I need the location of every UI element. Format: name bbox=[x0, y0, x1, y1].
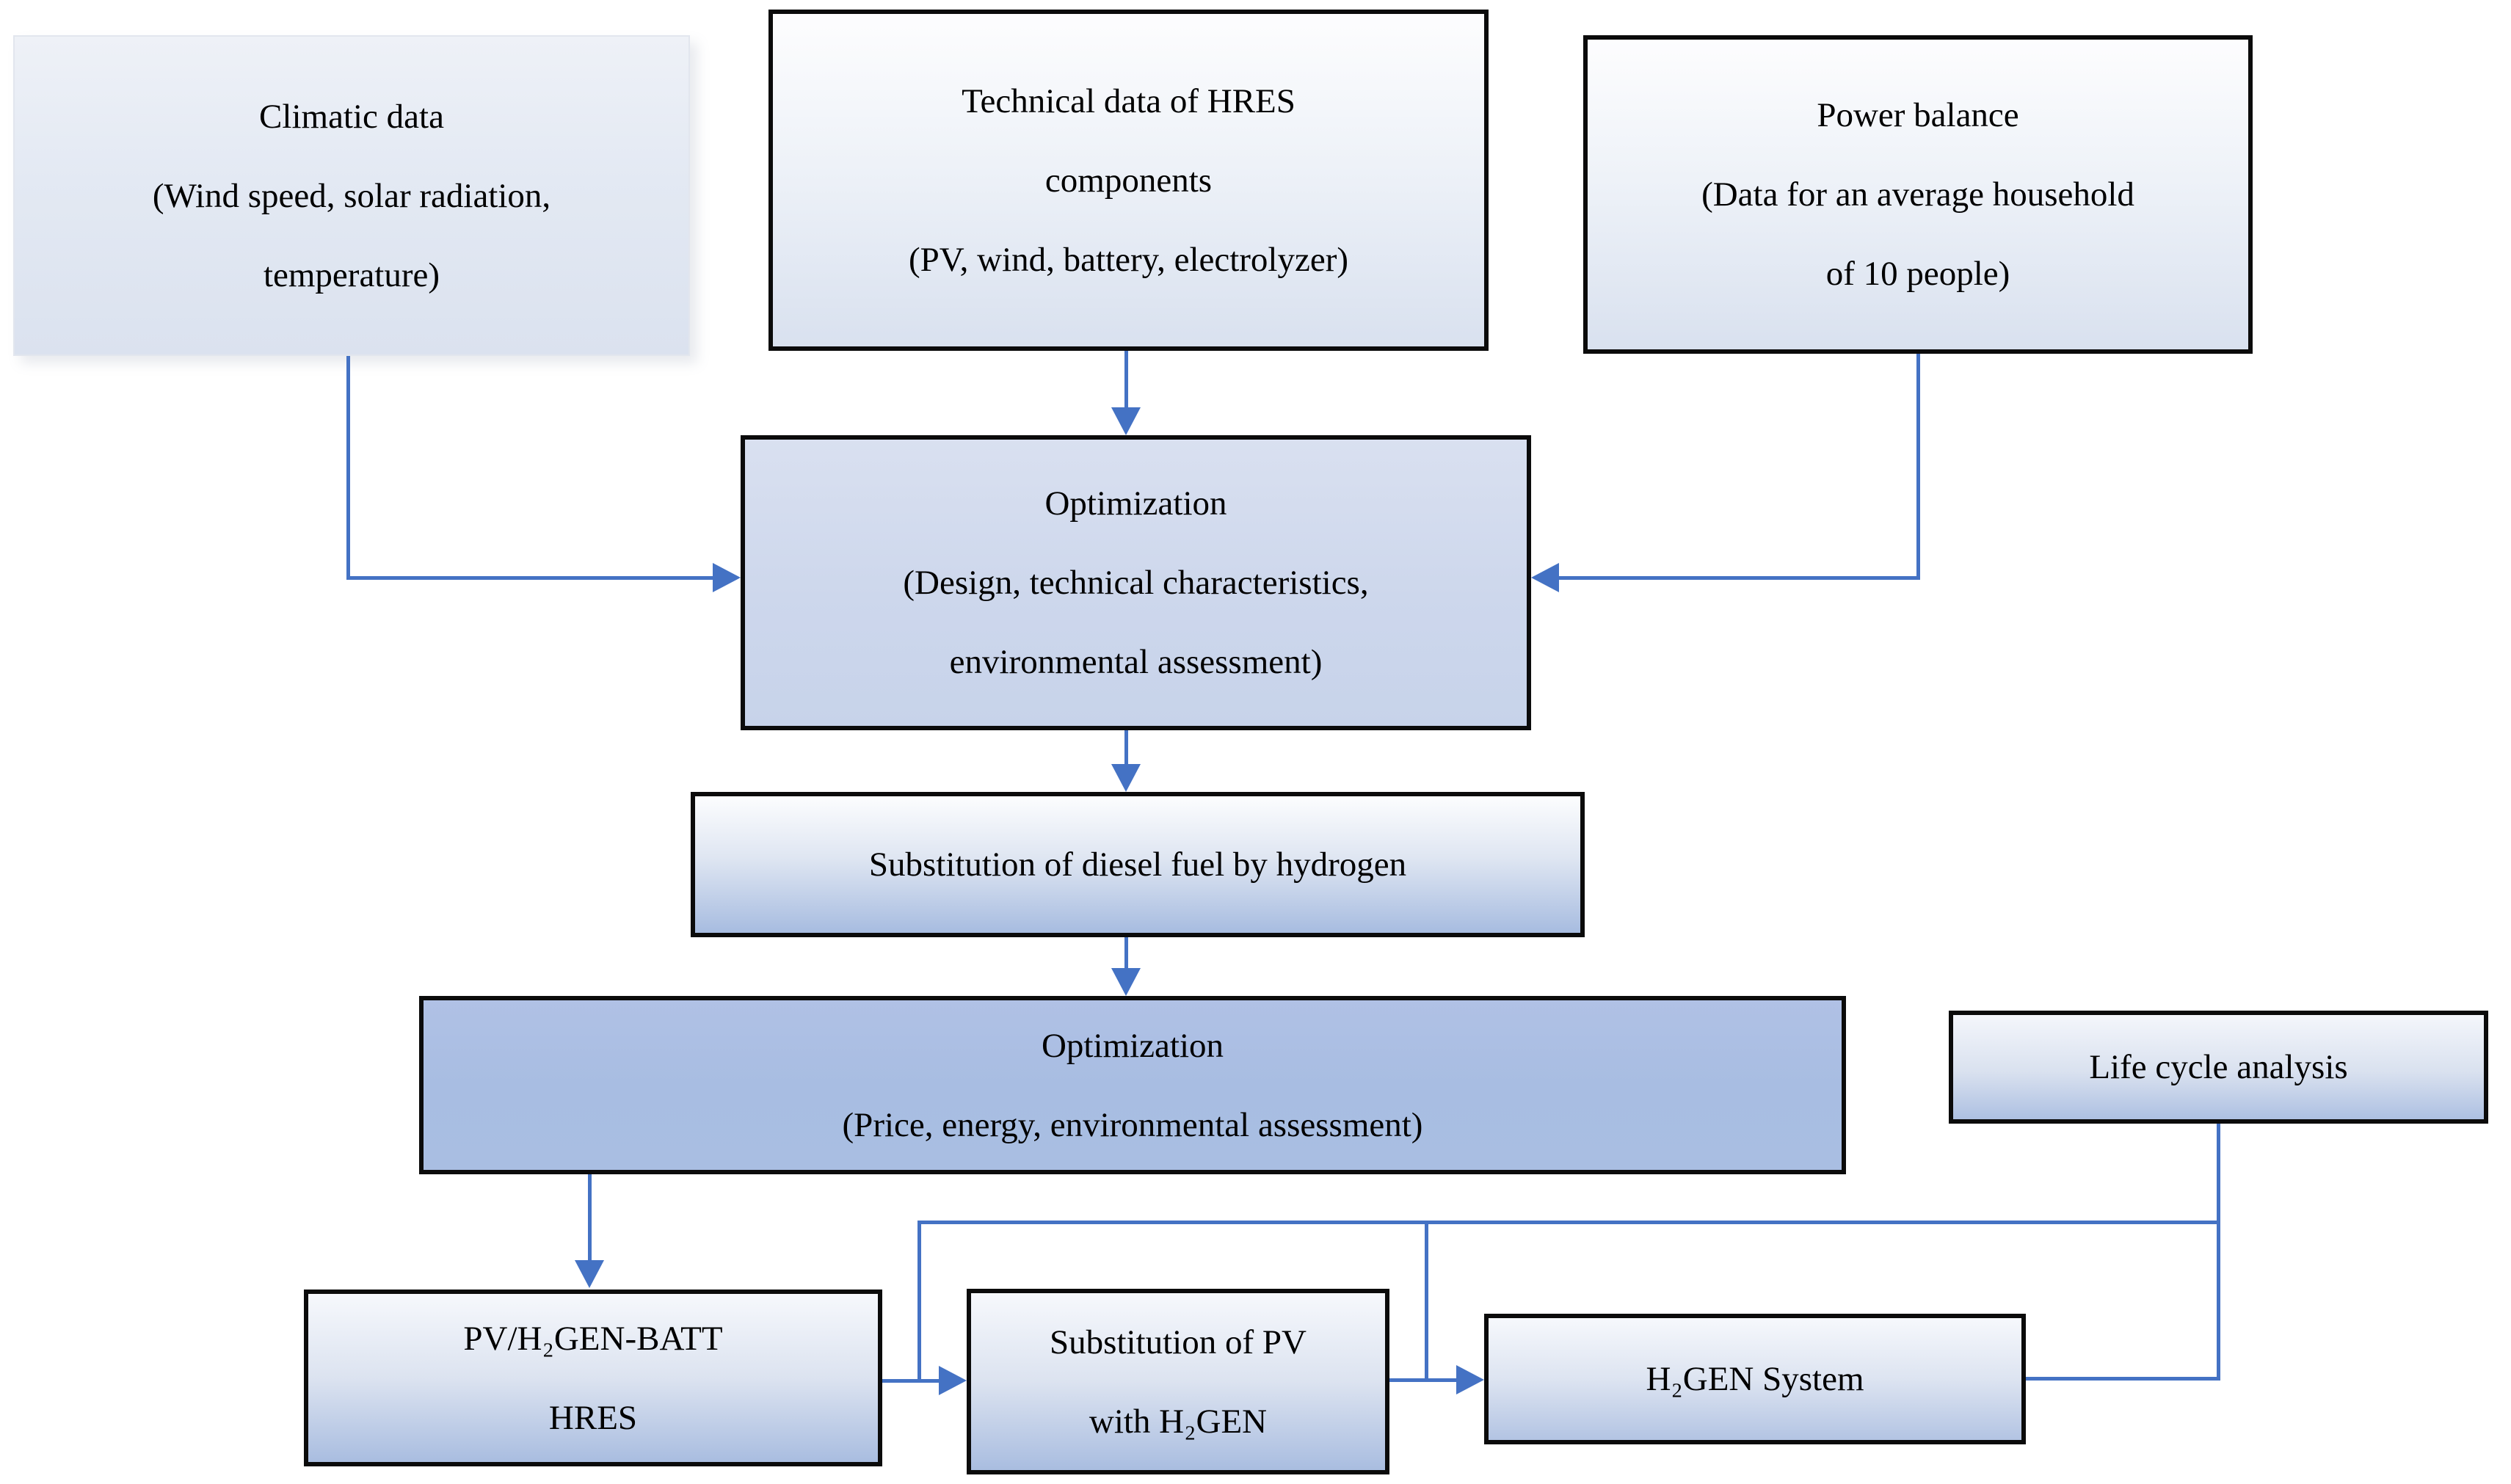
node-climatic-data: Climatic data (Wind speed, solar radiati… bbox=[13, 35, 690, 356]
connector-technical-down bbox=[1124, 351, 1128, 410]
node-text-line: Life cycle analysis bbox=[2089, 1048, 2348, 1086]
arrowhead-into-hres-icon bbox=[575, 1260, 604, 1288]
node-text-line: Technical data of HRES bbox=[962, 81, 1296, 120]
connector-opt2-to-hres bbox=[588, 1174, 592, 1262]
node-h2gen-system: H₂GEN System bbox=[1484, 1314, 2026, 1444]
node-substitution-pv-h2gen: Substitution of PV with H₂GEN bbox=[967, 1289, 1389, 1474]
node-text-line: (Design, technical characteristics, bbox=[903, 564, 1369, 602]
node-optimization-price: Optimization (Price, energy, environment… bbox=[419, 996, 1846, 1174]
node-text-line: Power balance bbox=[1817, 96, 2019, 134]
connector-power-left bbox=[1559, 576, 1920, 580]
connector-diesel-to-opt2 bbox=[1124, 937, 1128, 970]
connector-drop-into-h2gen bbox=[1425, 1221, 1428, 1381]
node-text-line: temperature) bbox=[263, 255, 440, 294]
node-text-line: Substitution of diesel fuel by hydrogen bbox=[868, 845, 1407, 884]
node-life-cycle-analysis: Life cycle analysis bbox=[1949, 1011, 2488, 1124]
node-pv-h2gen-batt-hres: PV/H₂GEN-BATT HRES bbox=[304, 1290, 882, 1466]
connector-climatic-right bbox=[346, 576, 713, 580]
node-text-line: of 10 people) bbox=[1825, 255, 2010, 293]
arrowhead-into-optimization1-right-icon bbox=[1531, 563, 1559, 592]
connector-subst-to-h2gen bbox=[1389, 1378, 1456, 1382]
arrowhead-into-h2gen-icon bbox=[1456, 1365, 1484, 1394]
node-text-line: PV/H₂GEN-BATT bbox=[463, 1319, 723, 1358]
arrowhead-into-optimization1-left-icon bbox=[713, 563, 741, 592]
node-text-line: Optimization bbox=[1041, 1026, 1224, 1065]
node-text-line: with H₂GEN bbox=[1089, 1402, 1268, 1441]
connector-power-down bbox=[1916, 354, 1920, 580]
connector-opt1-to-diesel bbox=[1124, 730, 1128, 766]
node-technical-data: Technical data of HRES components (PV, w… bbox=[768, 10, 1489, 351]
arrowhead-into-optimization2-icon bbox=[1111, 968, 1141, 996]
node-text-line: Climatic data bbox=[259, 97, 444, 136]
node-diesel-substitution: Substitution of diesel fuel by hydrogen bbox=[691, 792, 1585, 937]
node-text-line: environmental assessment) bbox=[949, 643, 1323, 681]
connector-lca-to-h2gen-right bbox=[2026, 1377, 2220, 1381]
connector-drop-into-subst bbox=[917, 1221, 921, 1383]
node-text-line: HRES bbox=[548, 1398, 638, 1437]
node-text-line: components bbox=[1044, 161, 1213, 200]
connector-climatic-down bbox=[346, 356, 350, 580]
connector-lca-horizontal bbox=[917, 1221, 2220, 1224]
node-text-line: Substitution of PV bbox=[1050, 1323, 1307, 1361]
node-text-line: (Price, energy, environmental assessment… bbox=[842, 1105, 1423, 1144]
node-text-line: (Data for an average household bbox=[1701, 175, 2134, 214]
node-power-balance: Power balance (Data for an average house… bbox=[1583, 35, 2253, 354]
arrowhead-into-subst-icon bbox=[939, 1366, 967, 1395]
connector-lca-down bbox=[2217, 1124, 2220, 1381]
arrowhead-into-diesel-icon bbox=[1111, 764, 1141, 792]
arrowhead-into-optimization1-top-icon bbox=[1111, 407, 1141, 435]
node-text-line: (Wind speed, solar radiation, bbox=[152, 176, 551, 215]
node-text-line: H₂GEN System bbox=[1646, 1360, 1864, 1398]
node-optimization-design: Optimization (Design, technical characte… bbox=[741, 435, 1531, 730]
node-text-line: Optimization bbox=[1044, 484, 1227, 523]
connector-hres-to-subst bbox=[882, 1379, 939, 1383]
node-text-line: (PV, wind, battery, electrolyzer) bbox=[908, 240, 1349, 279]
